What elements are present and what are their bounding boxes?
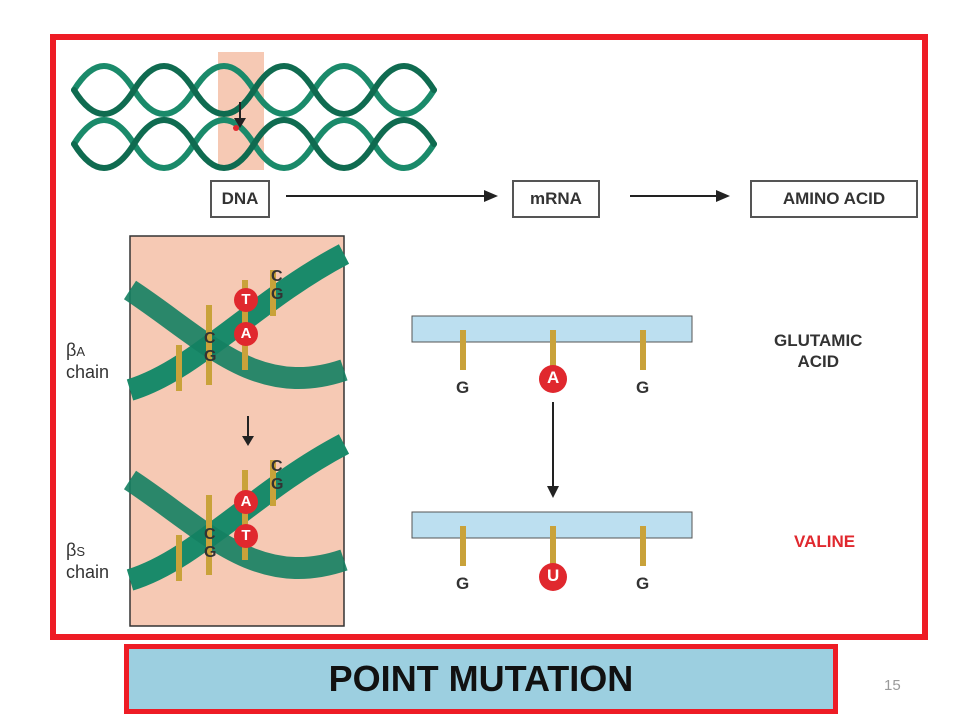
beta-a-chain-label: βA chain [66,340,110,382]
valine-label: VALINE [794,532,856,551]
base-a-mutated: A [234,490,258,514]
helix-bottom-strand-2 [71,117,437,171]
strand-top-base-1: G [456,378,470,397]
mutation-dot [233,125,239,131]
slide-title: POINT MUTATION [124,644,838,714]
base-a: A [234,322,258,346]
dna-helix-illustration [71,52,730,627]
strand-bottom-base-1: G [456,574,470,593]
strand-bottom-base-3: G [636,574,650,593]
strand-top-base-2: A [547,368,560,387]
page-number: 15 [884,677,901,694]
beta-s-chain-label: βS chain [66,540,110,582]
strand-bottom-base-2: U [547,566,560,585]
dna-box: DNA [210,180,270,218]
strand-top-base-3: G [636,378,650,397]
base-t: T [234,288,258,312]
helix-s [123,434,350,591]
helix-top-strand-2 [71,63,437,117]
amino-acid-box: AMINO ACID [750,180,918,218]
mrna-box: mRNA [512,180,600,218]
base-t-mutated: T [234,524,258,548]
